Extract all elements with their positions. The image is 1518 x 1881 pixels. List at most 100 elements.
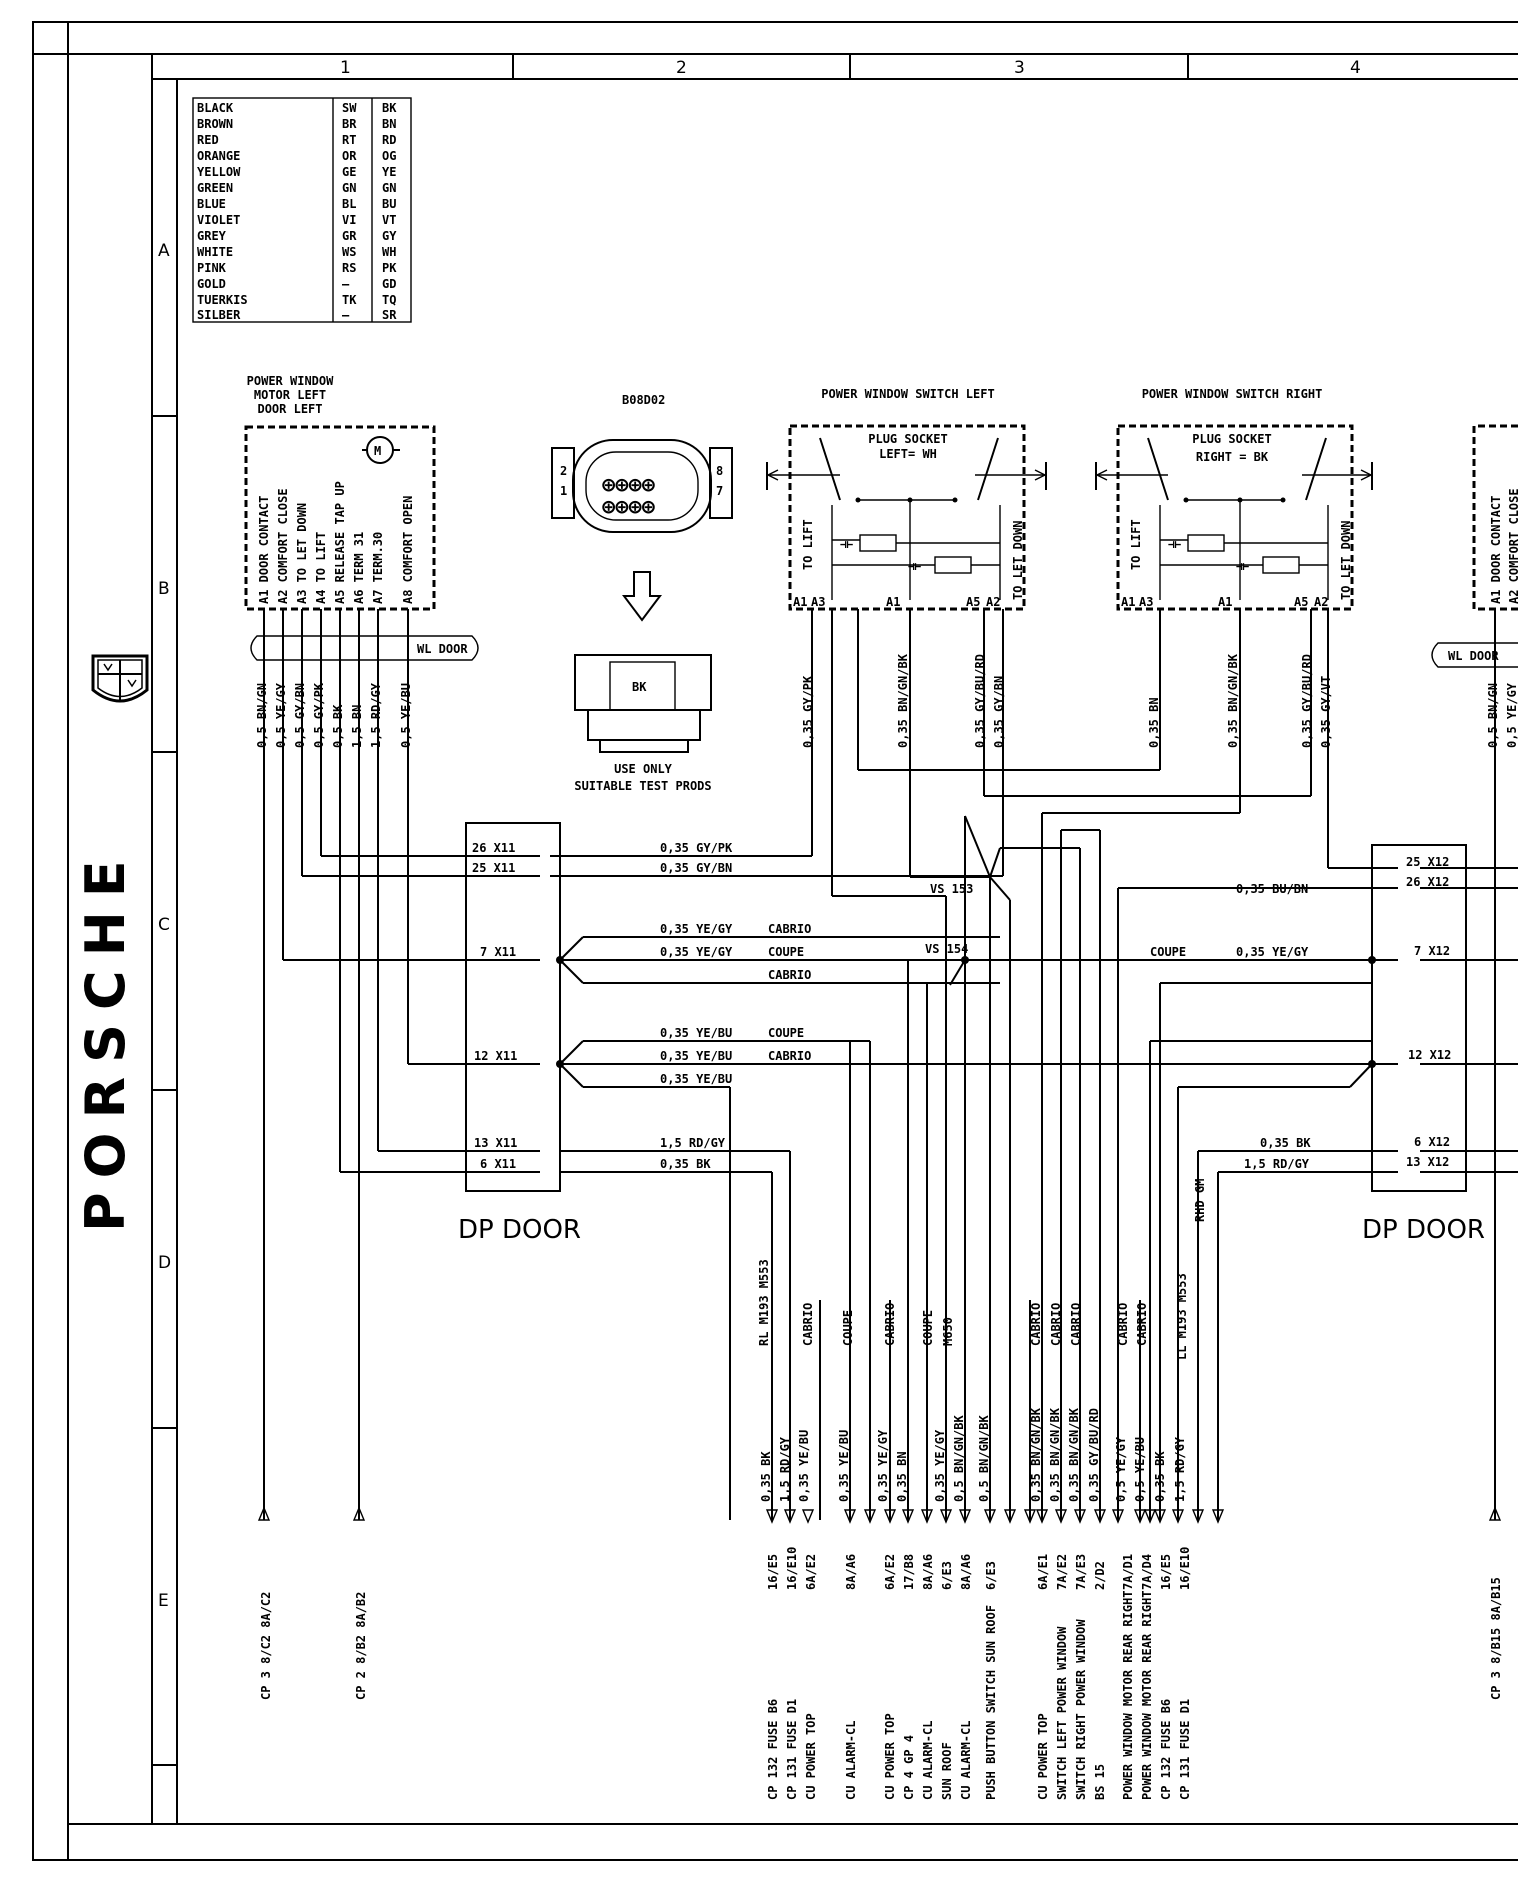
legend-de: — (342, 277, 350, 291)
bottom-ref: 8A/A6 (921, 1554, 935, 1590)
wire-label: COUPE (768, 1026, 804, 1040)
dp-door-left: 26 X11 25 X11 7 X11 12 X11 13 X11 6 X11 … (458, 822, 581, 1245)
motor-right-pin: A2 COMFORT CLOSE (1507, 488, 1518, 604)
bottom-dest: CU ALARM-CL (921, 1721, 935, 1800)
variant-tag: LL M193 M553 (1175, 1273, 1189, 1360)
switch-right-label: TO LET DOWN (1339, 521, 1353, 600)
switch-right-title: POWER WINDOW SWITCH RIGHT (1142, 387, 1323, 401)
motor-right-pin: A1 DOOR CONTACT (1489, 496, 1503, 604)
column-label-2: 2 (676, 58, 687, 78)
motor-left-wire: 0,5 GY/PK (312, 682, 326, 748)
bottom-wire: 0,35 YE/GY (876, 1429, 890, 1502)
legend-en: GN (382, 181, 396, 195)
dp-left-terminal: 25 X11 (472, 861, 515, 875)
bottom-wire: 1,5 RD/GY (1173, 1436, 1187, 1502)
wire-label: CABRIO (768, 968, 811, 982)
harness-label: WL DOOR (1448, 649, 1499, 663)
dp-left-terminal: 26 X11 (472, 841, 515, 855)
bottom-ref: 7A/E3 (1074, 1554, 1088, 1590)
bottom-ref: 6A/E2 (883, 1554, 897, 1590)
bottom-refs: 16/E5 16/E10 6A/E2 8A/A6 6A/E2 17/B8 8A/… (766, 1547, 1192, 1590)
connector-pin: 8 (716, 464, 723, 478)
wl-door-harness-left (250, 635, 479, 661)
wire-label: CABRIO (768, 922, 811, 936)
legend-de: GE (342, 165, 356, 179)
column-label-1: 1 (340, 58, 351, 78)
motor-left-pin: A5 RELEASE TAP UP (333, 481, 347, 604)
legend-en: RD (382, 133, 396, 147)
row-label-d: D (158, 1253, 171, 1273)
motor-left-title: MOTOR LEFT (254, 388, 326, 402)
bottom-wire: 0,35 BN/GN/BK (1067, 1407, 1081, 1502)
bottom-ref: 7A/D4 (1140, 1554, 1154, 1590)
bottom-ref: 7A/E2 (1055, 1554, 1069, 1590)
legend-de: SW (342, 101, 357, 115)
bottom-ref: 6A/E1 (1036, 1554, 1050, 1590)
motor-left-title: DOOR LEFT (257, 402, 322, 416)
bottom-wire: 0,5 BN/GN/BK (977, 1415, 991, 1502)
bottom-ref: 2/D2 (1093, 1561, 1107, 1590)
dp-left-terminal: 12 X11 (474, 1049, 517, 1063)
switch-right-wire: 0,35 BN (1147, 697, 1161, 748)
switch-left-pin: A3 (811, 595, 825, 609)
variant-tag: CABRIO (801, 1303, 815, 1346)
bottom-ref: 7A/D1 (1121, 1554, 1135, 1590)
legend-name: GREEN (197, 181, 233, 195)
wire-label: 0,35 GY/PK (660, 841, 733, 855)
motor-left-pin: A7 TERM.30 (371, 532, 385, 604)
legend-de: WS (342, 245, 356, 259)
dp-right-terminal: 6 X12 (1414, 1135, 1450, 1149)
bottom-wire: 1,5 RD/GY (778, 1436, 792, 1502)
switch-left-box (788, 424, 1026, 611)
porsche-crest-icon (91, 654, 149, 703)
dp-door-right: 25 X12 26 X12 7 X12 12 X12 6 X12 13 X12 … (1362, 844, 1485, 1245)
switch-left-pin: A2 (986, 595, 1000, 609)
switch-left-wire: 0,35 BN/GN/BK (896, 653, 910, 748)
wire-label: 1,5 RD/GY (1244, 1157, 1310, 1171)
bottom-ref: 16/E5 (766, 1554, 780, 1590)
bottom-wire: 0,35 GY/BU/RD (1087, 1408, 1101, 1502)
motor-symbol: M (374, 444, 381, 458)
wire-label: 1,5 RD/GY (660, 1136, 726, 1150)
bottom-wire: 0,35 YE/BU (797, 1430, 811, 1502)
legend-de: — (342, 308, 350, 322)
bottom-ref: 8A/A6 (844, 1554, 858, 1590)
legend-en: TQ (382, 293, 396, 307)
wire-label: 0,35 YE/BU (660, 1072, 732, 1086)
motor-left-pin: A4 TO LIFT (314, 532, 328, 604)
wire-label: CABRIO (768, 1049, 811, 1063)
motor-left-pin: A6 TERM 31 (352, 532, 366, 604)
legend-en: WH (382, 245, 396, 259)
bottom-wire-labels: 0,35 BK 1,5 RD/GY 0,35 YE/BU 0,35 YE/BU … (759, 1407, 1187, 1502)
legend-en: YE (382, 165, 396, 179)
variant-tag: CABRIO (1069, 1303, 1083, 1346)
switch-left-pin: A1 (793, 595, 807, 609)
legend-en: GD (382, 277, 396, 291)
resistor-icon (1187, 534, 1225, 552)
variant-tag: RL M193 M553 (757, 1259, 771, 1346)
resistor-icon (1262, 556, 1300, 574)
legend-en: OG (382, 149, 396, 163)
bottom-ref: 6A/E2 (804, 1554, 818, 1590)
legend-name: BROWN (197, 117, 233, 131)
legend-name: VIOLET (197, 213, 240, 227)
dp-left-terminal: 7 X11 (480, 945, 516, 959)
switch-left-label: TO LIFT (801, 519, 815, 570)
drawing-frame: 1 2 3 4 A B C D E (32, 21, 1518, 1861)
dp-right-terminal: 25 X12 (1406, 855, 1449, 869)
bottom-wire: 0,35 YE/GY (933, 1429, 947, 1502)
dp-right-terminal: 7 X12 (1414, 944, 1450, 958)
bottom-dest: CP 132 FUSE B6 (766, 1699, 780, 1800)
wire-label: 0,35 BK (660, 1157, 711, 1171)
switch-left-socket: PLUG SOCKET (868, 432, 947, 446)
legend-en: GY (382, 229, 397, 243)
legend-en: VT (382, 213, 396, 227)
legend-de: TK (342, 293, 357, 307)
legend-name: GOLD (197, 277, 226, 291)
splice-label: VS 154 (925, 942, 968, 956)
wire-label: COUPE (1150, 945, 1186, 959)
switch-right-pin: A1 (1218, 595, 1232, 609)
legend-name: WHITE (197, 245, 233, 259)
wire-labels: 0,35 GY/PK 0,35 GY/BN 0,35 YE/GY CABRIO … (660, 841, 1311, 1171)
